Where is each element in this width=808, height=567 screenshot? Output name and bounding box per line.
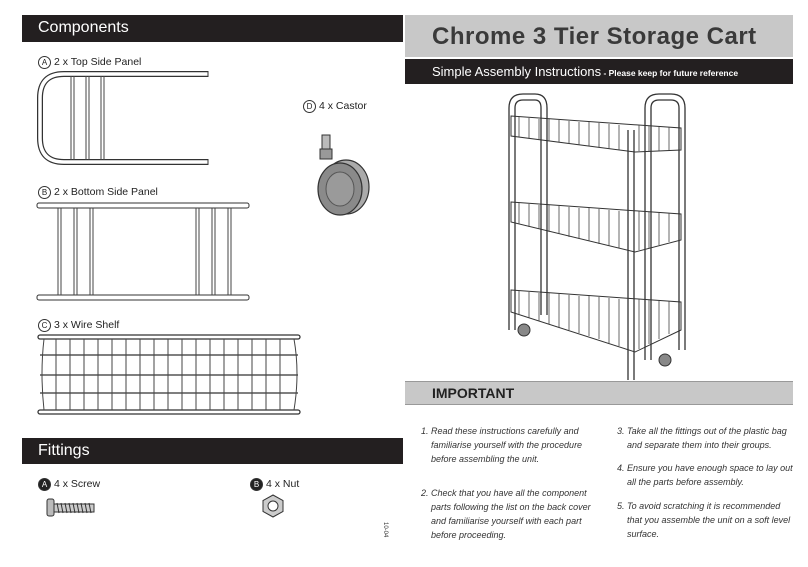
fittings-header-label: Fittings <box>38 442 90 459</box>
product-title: Chrome 3 Tier Storage Cart <box>432 23 757 50</box>
subtitle-note: - Please keep for future reference <box>601 68 739 78</box>
instruction-4: 4. Ensure you have enough space to lay o… <box>617 461 795 489</box>
important-label: IMPORTANT <box>432 385 515 401</box>
component-d-text: 4 x Castor <box>319 100 367 112</box>
fitting-a-text: 4 x Screw <box>54 478 101 490</box>
storage-cart-drawing <box>508 93 686 397</box>
top-side-panel-drawing <box>37 71 209 165</box>
fitting-b-marker: B <box>250 478 263 491</box>
instruction-3-number: 3. <box>617 426 625 436</box>
fitting-a-marker: A <box>38 478 51 491</box>
components-header: Components <box>22 15 403 42</box>
important-header: IMPORTANT <box>405 381 793 405</box>
instruction-2-number: 2. <box>421 488 429 498</box>
castor-drawing <box>317 134 370 216</box>
bottom-side-panel-drawing <box>36 202 250 301</box>
instruction-5-number: 5. <box>617 501 625 511</box>
instruction-4-number: 4. <box>617 463 625 473</box>
instruction-5-text: To avoid scratching it is recommended th… <box>627 501 791 539</box>
instruction-4-text: Ensure you have enough space to lay out … <box>627 463 793 487</box>
components-header-label: Components <box>38 19 129 36</box>
screw-drawing <box>46 498 95 517</box>
instruction-1: 1. Read these instructions carefully and… <box>421 424 591 466</box>
component-b-marker: B <box>38 186 51 199</box>
component-a-marker: A <box>38 56 51 69</box>
instruction-1-number: 1. <box>421 426 429 436</box>
document-code: 10-04 <box>382 522 388 538</box>
instruction-2-text: Check that you have all the component pa… <box>431 488 591 540</box>
nut-drawing <box>262 494 284 518</box>
subtitle-bar: Simple Assembly Instructions - Please ke… <box>405 59 793 84</box>
fittings-header: Fittings <box>22 438 403 464</box>
subtitle-text: Simple Assembly Instructions <box>432 64 602 79</box>
instruction-2: 2. Check that you have all the component… <box>421 486 591 542</box>
fitting-b-text: 4 x Nut <box>266 478 300 490</box>
component-d-marker: D <box>303 100 316 113</box>
component-c-marker: C <box>38 319 51 332</box>
wire-shelf-drawing <box>37 334 301 415</box>
component-b-text: 2 x Bottom Side Panel <box>54 186 158 198</box>
instruction-5: 5. To avoid scratching it is recommended… <box>617 499 795 541</box>
product-title-box: Chrome 3 Tier Storage Cart <box>405 15 793 57</box>
instruction-1-text: Read these instructions carefully and fa… <box>431 426 583 464</box>
instruction-3-text: Take all the fittings out of the plastic… <box>627 426 787 450</box>
component-c-text: 3 x Wire Shelf <box>54 319 120 331</box>
component-a-text: 2 x Top Side Panel <box>54 56 142 68</box>
instruction-3: 3. Take all the fittings out of the plas… <box>617 424 795 452</box>
